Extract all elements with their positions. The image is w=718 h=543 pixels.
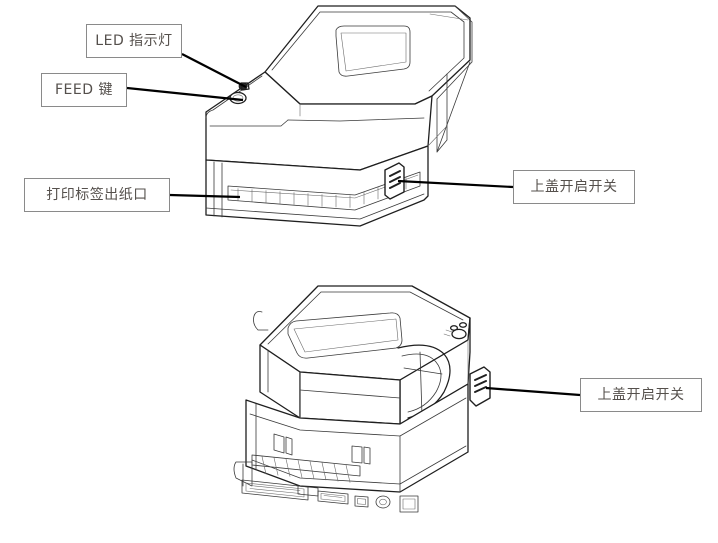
front-top-cover-lip — [271, 11, 465, 92]
front-guide-line-b — [427, 125, 448, 147]
rear-cover-front-band-seam — [299, 389, 401, 399]
front-cover-release-button — [384, 162, 405, 200]
front-lid-left-round — [205, 75, 263, 119]
rear-port-bracket — [297, 485, 319, 497]
front-lid-seam — [209, 119, 289, 127]
front-rear-flank-edge — [436, 73, 448, 153]
rear-media-window — [287, 312, 403, 359]
front-chassis — [205, 145, 429, 227]
callout-cover-release-switch-rear-label: 上盖开启开关 — [597, 387, 685, 403]
front-lid-seam-right — [287, 117, 425, 122]
rear-power-jack — [375, 495, 391, 509]
rear-power-switch — [399, 495, 419, 513]
leader-cover-switch-front — [397, 179, 514, 189]
callout-leader-lines — [126, 53, 581, 397]
rear-left-foot — [233, 461, 253, 487]
callout-cover-release-switch-rear: 上盖开启开关 — [580, 378, 702, 412]
rear-chassis — [245, 383, 469, 493]
rear-view-printer — [233, 285, 491, 513]
leader-led-indicator — [181, 53, 247, 88]
callout-cover-release-switch-front: 上盖开启开关 — [513, 170, 635, 204]
rear-vent-slot — [251, 454, 361, 483]
rear-base-rim — [251, 445, 467, 485]
rear-cover-release-button — [469, 366, 491, 407]
rear-top-cover-inner — [267, 291, 464, 345]
callout-label-paper-outlet-label: 打印标签出纸口 — [46, 187, 148, 203]
front-media-window — [335, 25, 411, 77]
front-media-window-inner — [340, 32, 407, 72]
rear-parallel-port — [241, 479, 309, 501]
rear-media-cavity-curve-inner — [401, 353, 442, 413]
rear-usb-port — [354, 495, 369, 508]
front-view-printer — [205, 5, 473, 227]
callout-led-indicator: LED 指示灯 — [86, 24, 182, 58]
callout-feed-key-label: FEED 键 — [55, 82, 113, 98]
rear-latch-slots — [273, 433, 371, 465]
rear-chassis-top-seam — [249, 397, 467, 437]
front-paper-exit-slot — [227, 171, 421, 211]
rear-cover-front-band — [299, 371, 401, 425]
leader-paper-outlet — [169, 193, 241, 199]
rear-media-cavity-split — [403, 367, 443, 375]
callout-feed-key: FEED 键 — [41, 73, 127, 107]
front-chassis-bottom-rim — [205, 193, 425, 220]
callout-cover-release-switch-front-label: 上盖开启开关 — [530, 179, 618, 195]
rear-hinge-bump — [253, 311, 269, 331]
rear-media-window-inner — [293, 318, 399, 353]
leader-cover-switch-rear — [485, 386, 581, 397]
rear-media-cavity-split2 — [419, 351, 423, 417]
front-cover-right-shoulder — [436, 5, 473, 100]
leader-feed-key — [126, 86, 244, 102]
callout-led-indicator-label: LED 指示灯 — [95, 33, 173, 49]
front-top-cover — [264, 5, 471, 105]
callout-label-paper-outlet: 打印标签出纸口 — [24, 178, 170, 212]
front-cover-right-shoulder-edge — [429, 13, 469, 21]
rear-control-cluster — [443, 322, 468, 340]
rear-serial-port — [317, 490, 349, 505]
